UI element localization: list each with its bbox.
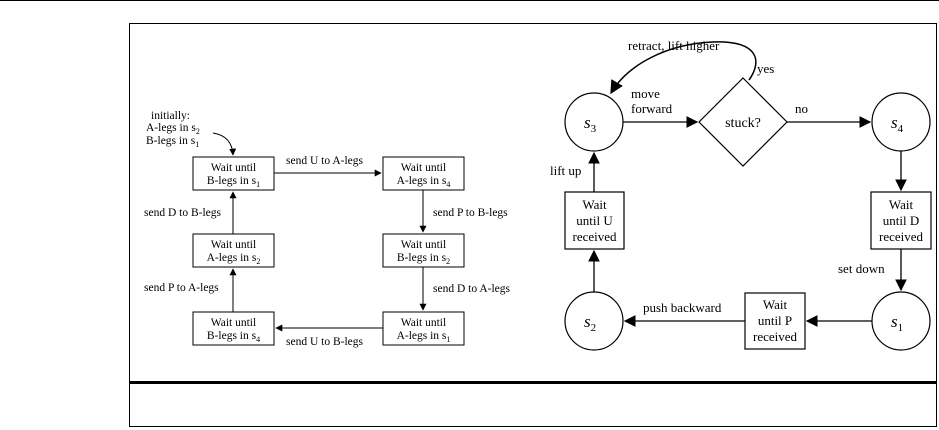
svg-text:B-legs in s2: B-legs in s2 (397, 252, 450, 266)
label-set-down: set down (838, 261, 885, 276)
figure-frame (129, 23, 937, 427)
svg-text:received: received (572, 229, 617, 244)
svg-text:s2: s2 (584, 312, 596, 334)
svg-text:s1: s1 (891, 312, 903, 334)
svg-text:Wait: Wait (582, 197, 607, 212)
svg-text:Wait until: Wait until (211, 162, 256, 174)
label-yes: yes (757, 61, 774, 76)
label-forward: forward (631, 101, 673, 116)
svg-text:until P: until P (758, 313, 792, 328)
label-send-u-a-legs: send U to A-legs (286, 155, 364, 167)
label-push-backward: push backward (643, 300, 722, 315)
svg-text:until U: until U (576, 213, 613, 228)
wait-box-a-s2: Wait until A-legs in s2 (192, 233, 275, 268)
wait-until-d: Wait until D received (870, 191, 932, 250)
edge-yes-retract (610, 41, 757, 95)
wait-box-b-s1: Wait until B-legs in s1 (192, 156, 275, 191)
svg-text:stuck?: stuck? (725, 116, 761, 131)
svg-text:Wait until: Wait until (211, 239, 256, 251)
label-send-u-b-legs: send U to B-legs (286, 336, 364, 348)
svg-text:Wait until: Wait until (401, 239, 446, 251)
wait-box-b-s4: Wait until B-legs in s4 (192, 311, 275, 346)
top-rule (0, 0, 939, 1)
svg-text:A-legs in s1: A-legs in s1 (397, 330, 451, 344)
decision-stuck: stuck? (698, 77, 788, 167)
svg-text:A-legs in s2: A-legs in s2 (207, 252, 261, 266)
wait-box-a-s4: Wait until A-legs in s4 (382, 156, 465, 191)
svg-text:Wait: Wait (889, 197, 914, 212)
state-s2: s2 (564, 291, 624, 351)
label-send-p-a-legs: send P to A-legs (144, 282, 219, 294)
initial-note-line3: B-legs in s1 (146, 135, 199, 149)
initial-note-line1: initially: (151, 110, 190, 122)
wait-box-b-s2: Wait until B-legs in s2 (382, 233, 465, 268)
svg-text:B-legs in s4: B-legs in s4 (207, 330, 260, 344)
left-cycle-diagram: initially: A-legs in s2 B-legs in s1 Wai… (144, 110, 511, 348)
caption-rule (129, 381, 937, 384)
label-send-p-b-legs: send P to B-legs (433, 207, 508, 219)
svg-text:s3: s3 (584, 113, 597, 135)
state-s4: s4 (871, 92, 931, 152)
label-no: no (795, 101, 808, 116)
state-s3: s3 (564, 92, 624, 152)
svg-text:Wait until: Wait until (401, 317, 446, 329)
state-s1: s1 (871, 291, 931, 351)
svg-text:Wait: Wait (763, 297, 788, 312)
svg-text:received: received (879, 229, 924, 244)
label-lift-up: lift up (550, 163, 581, 178)
svg-text:Wait until: Wait until (401, 162, 446, 174)
wait-box-a-s1: Wait until A-legs in s1 (382, 311, 465, 346)
wait-until-u: Wait until U received (564, 191, 625, 250)
label-retract: retract, lift higher (628, 38, 720, 53)
svg-text:until D: until D (883, 213, 919, 228)
initial-note-line2: A-legs in s2 (146, 122, 200, 136)
svg-text:A-legs in s4: A-legs in s4 (397, 175, 451, 189)
svg-text:Wait until: Wait until (211, 317, 256, 329)
label-send-d-a-legs: send D to A-legs (433, 283, 511, 295)
initial-arrow (212, 132, 237, 156)
svg-text:s4: s4 (891, 113, 904, 135)
right-flow-diagram: s3 s4 s1 s2 stuck? Wait until U received (550, 38, 932, 351)
label-move: move (631, 86, 660, 101)
svg-text:B-legs in s1: B-legs in s1 (207, 175, 260, 189)
label-send-d-b-legs: send D to B-legs (144, 207, 222, 219)
svg-text:received: received (753, 329, 798, 344)
wait-until-p: Wait until P received (744, 292, 806, 350)
